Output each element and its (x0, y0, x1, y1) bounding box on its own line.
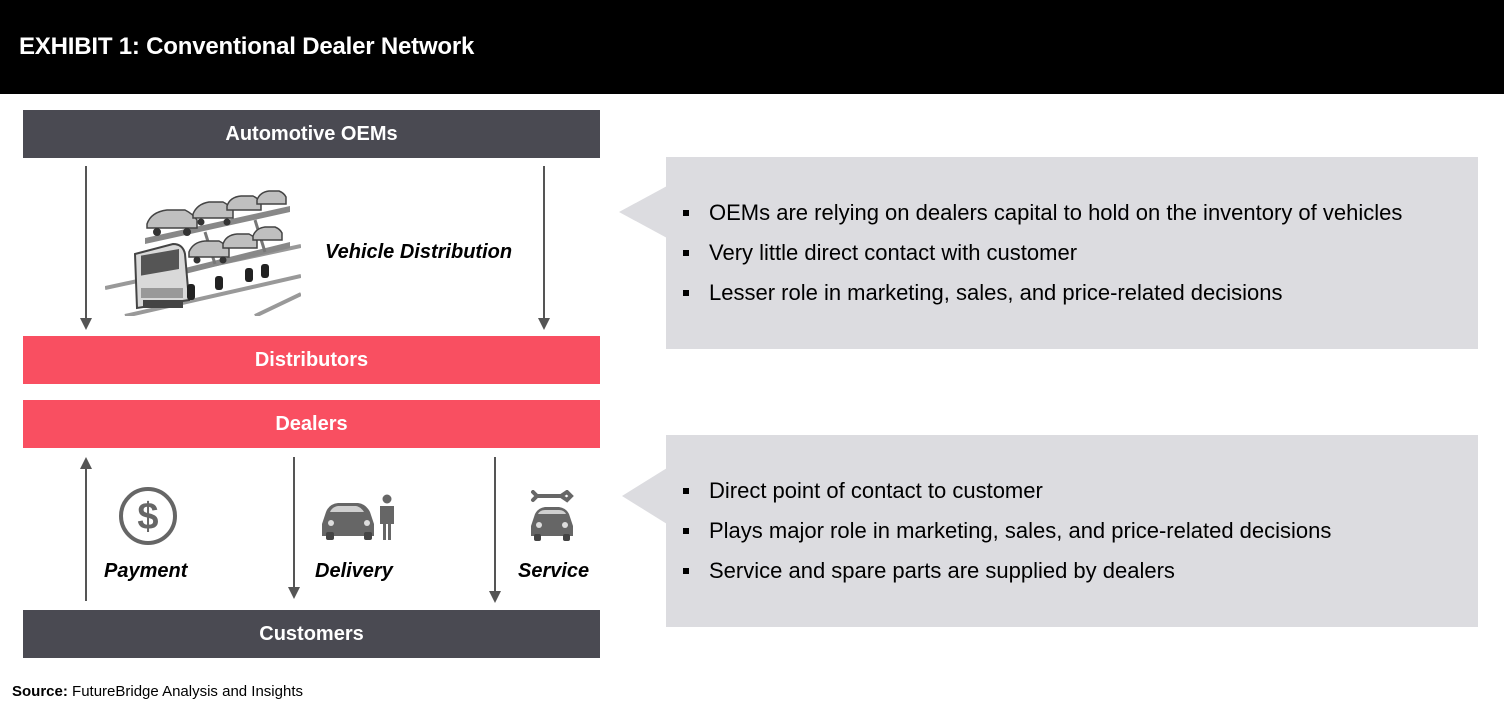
dealers-bullet-list: Direct point of contact to customer Play… (682, 471, 1331, 591)
exhibit-header: EXHIBIT 1: Conventional Dealer Network (0, 0, 1504, 94)
payment-arrow-up (79, 457, 93, 601)
car-carrier-truck-icon (104, 176, 302, 321)
bullet-text: Direct point of contact to customer (709, 478, 1043, 503)
oems-callout: OEMs are relying on dealers capital to h… (666, 157, 1478, 349)
svg-text:$: $ (137, 496, 158, 538)
car-wrench-icon (529, 489, 575, 547)
bullet-text: Plays major role in marketing, sales, an… (709, 518, 1332, 543)
list-item: Very little direct contact with customer (682, 233, 1402, 273)
exhibit-title: EXHIBIT 1: Conventional Dealer Network (19, 33, 475, 60)
customers-label: Customers (259, 622, 364, 645)
dealers-bar: Dealers (23, 400, 600, 448)
payment-label: Payment (104, 560, 188, 582)
service-arrow-down (488, 457, 502, 603)
list-item: Service and spare parts are supplied by … (682, 551, 1331, 591)
oems-label: Automotive OEMs (225, 122, 398, 145)
arrow-down-left (79, 166, 93, 330)
distributors-label: Distributors (254, 348, 369, 371)
source-label: Source: (12, 683, 68, 700)
source-text: FutureBridge Analysis and Insights (72, 683, 303, 700)
car-and-person-icon (320, 494, 400, 547)
distributors-bar: Distributors (23, 336, 600, 384)
callout-pointer-oems (619, 186, 667, 238)
oems-bar: Automotive OEMs (23, 110, 600, 158)
list-item: OEMs are relying on dealers capital to h… (682, 193, 1402, 233)
list-item: Lesser role in marketing, sales, and pri… (682, 273, 1402, 313)
dollar-coin-icon: $ (118, 486, 178, 551)
bullet-text: Very little direct contact with customer (709, 240, 1078, 265)
oems-bullet-list: OEMs are relying on dealers capital to h… (682, 193, 1402, 313)
delivery-arrow-down (287, 457, 301, 599)
source-note: Source: FutureBridge Analysis and Insigh… (12, 683, 303, 700)
service-label: Service (518, 560, 590, 582)
delivery-label: Delivery (315, 560, 393, 582)
list-item: Direct point of contact to customer (682, 471, 1331, 511)
bullet-text: OEMs are relying on dealers capital to h… (709, 200, 1403, 225)
dealers-label: Dealers (275, 412, 348, 435)
arrow-down-right (537, 166, 551, 330)
bullet-text: Lesser role in marketing, sales, and pri… (709, 280, 1283, 305)
customers-bar: Customers (23, 610, 600, 658)
vehicle-distribution-label: Vehicle Distribution (325, 241, 513, 263)
bullet-text: Service and spare parts are supplied by … (709, 558, 1175, 583)
list-item: Plays major role in marketing, sales, an… (682, 511, 1331, 551)
callout-pointer-dealers (622, 468, 667, 524)
dealers-callout: Direct point of contact to customer Play… (666, 435, 1478, 627)
